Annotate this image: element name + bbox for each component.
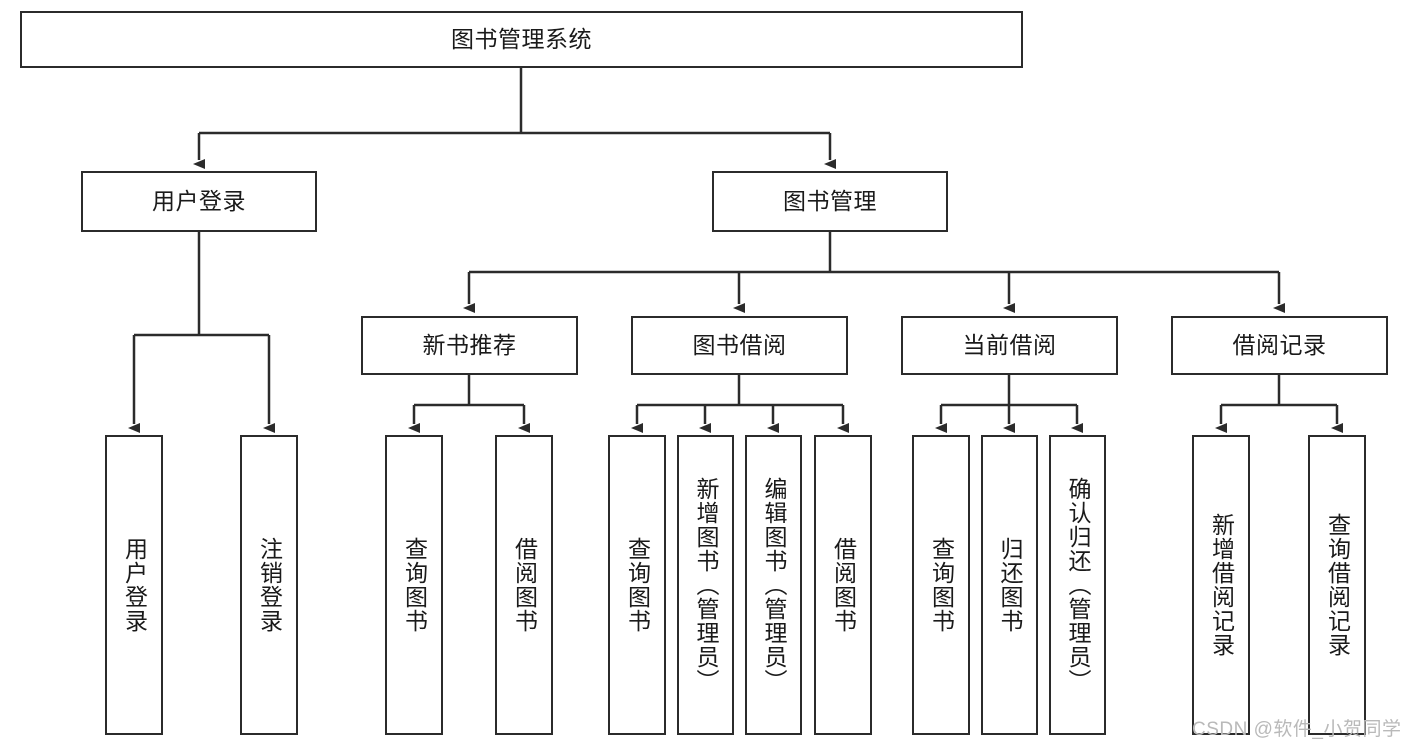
node-leaf-query-record[interactable]: 查询借阅记录: [1308, 435, 1366, 735]
node-root-label: 图书管理系统: [451, 25, 592, 52]
watermark-text: CSDN @软件_小贺同学: [1192, 719, 1402, 740]
node-leaf-query-book-3-label: 查询图书: [928, 537, 955, 633]
node-leaf-edit-book[interactable]: 编辑图书（管理员）: [745, 435, 802, 735]
node-leaf-confirm-return-label: 确认归还（管理员）: [1064, 477, 1091, 693]
node-new-book-recommend[interactable]: 新书推荐: [361, 316, 578, 375]
node-leaf-borrow-book-2-label: 借阅图书: [830, 537, 857, 633]
node-leaf-user-login[interactable]: 用户登录: [105, 435, 163, 735]
node-leaf-query-record-label: 查询借阅记录: [1324, 513, 1351, 657]
node-leaf-confirm-return[interactable]: 确认归还（管理员）: [1049, 435, 1106, 735]
node-leaf-return-book[interactable]: 归还图书: [981, 435, 1038, 735]
node-leaf-add-book-label: 新增图书（管理员）: [692, 477, 719, 693]
node-book-borrow[interactable]: 图书借阅: [631, 316, 848, 375]
node-current-borrow-label: 当前借阅: [962, 331, 1057, 358]
node-leaf-logout[interactable]: 注销登录: [240, 435, 298, 735]
node-new-book-recommend-label: 新书推荐: [422, 331, 517, 358]
node-current-borrow[interactable]: 当前借阅: [901, 316, 1118, 375]
node-leaf-add-record[interactable]: 新增借阅记录: [1192, 435, 1250, 735]
node-leaf-add-record-label: 新增借阅记录: [1208, 513, 1235, 657]
node-borrow-record-label: 借阅记录: [1232, 331, 1327, 358]
node-book-management[interactable]: 图书管理: [712, 171, 948, 232]
node-book-borrow-label: 图书借阅: [692, 331, 787, 358]
node-leaf-query-book-2[interactable]: 查询图书: [608, 435, 666, 735]
node-leaf-borrow-book-1-label: 借阅图书: [511, 537, 538, 633]
node-leaf-query-book-1[interactable]: 查询图书: [385, 435, 443, 735]
node-leaf-return-book-label: 归还图书: [996, 537, 1023, 633]
node-leaf-borrow-book-1[interactable]: 借阅图书: [495, 435, 553, 735]
node-leaf-edit-book-label: 编辑图书（管理员）: [760, 477, 787, 693]
node-leaf-query-book-3[interactable]: 查询图书: [912, 435, 970, 735]
node-borrow-record[interactable]: 借阅记录: [1171, 316, 1388, 375]
node-leaf-borrow-book-2[interactable]: 借阅图书: [814, 435, 872, 735]
node-leaf-query-book-2-label: 查询图书: [624, 537, 651, 633]
node-user-login[interactable]: 用户登录: [81, 171, 317, 232]
node-user-login-label: 用户登录: [152, 187, 246, 214]
node-root[interactable]: 图书管理系统: [20, 11, 1023, 68]
node-book-management-label: 图书管理: [783, 187, 877, 214]
node-leaf-add-book[interactable]: 新增图书（管理员）: [677, 435, 734, 735]
node-leaf-logout-label: 注销登录: [256, 537, 283, 633]
node-leaf-query-book-1-label: 查询图书: [401, 537, 428, 633]
node-leaf-user-login-label: 用户登录: [121, 537, 148, 633]
